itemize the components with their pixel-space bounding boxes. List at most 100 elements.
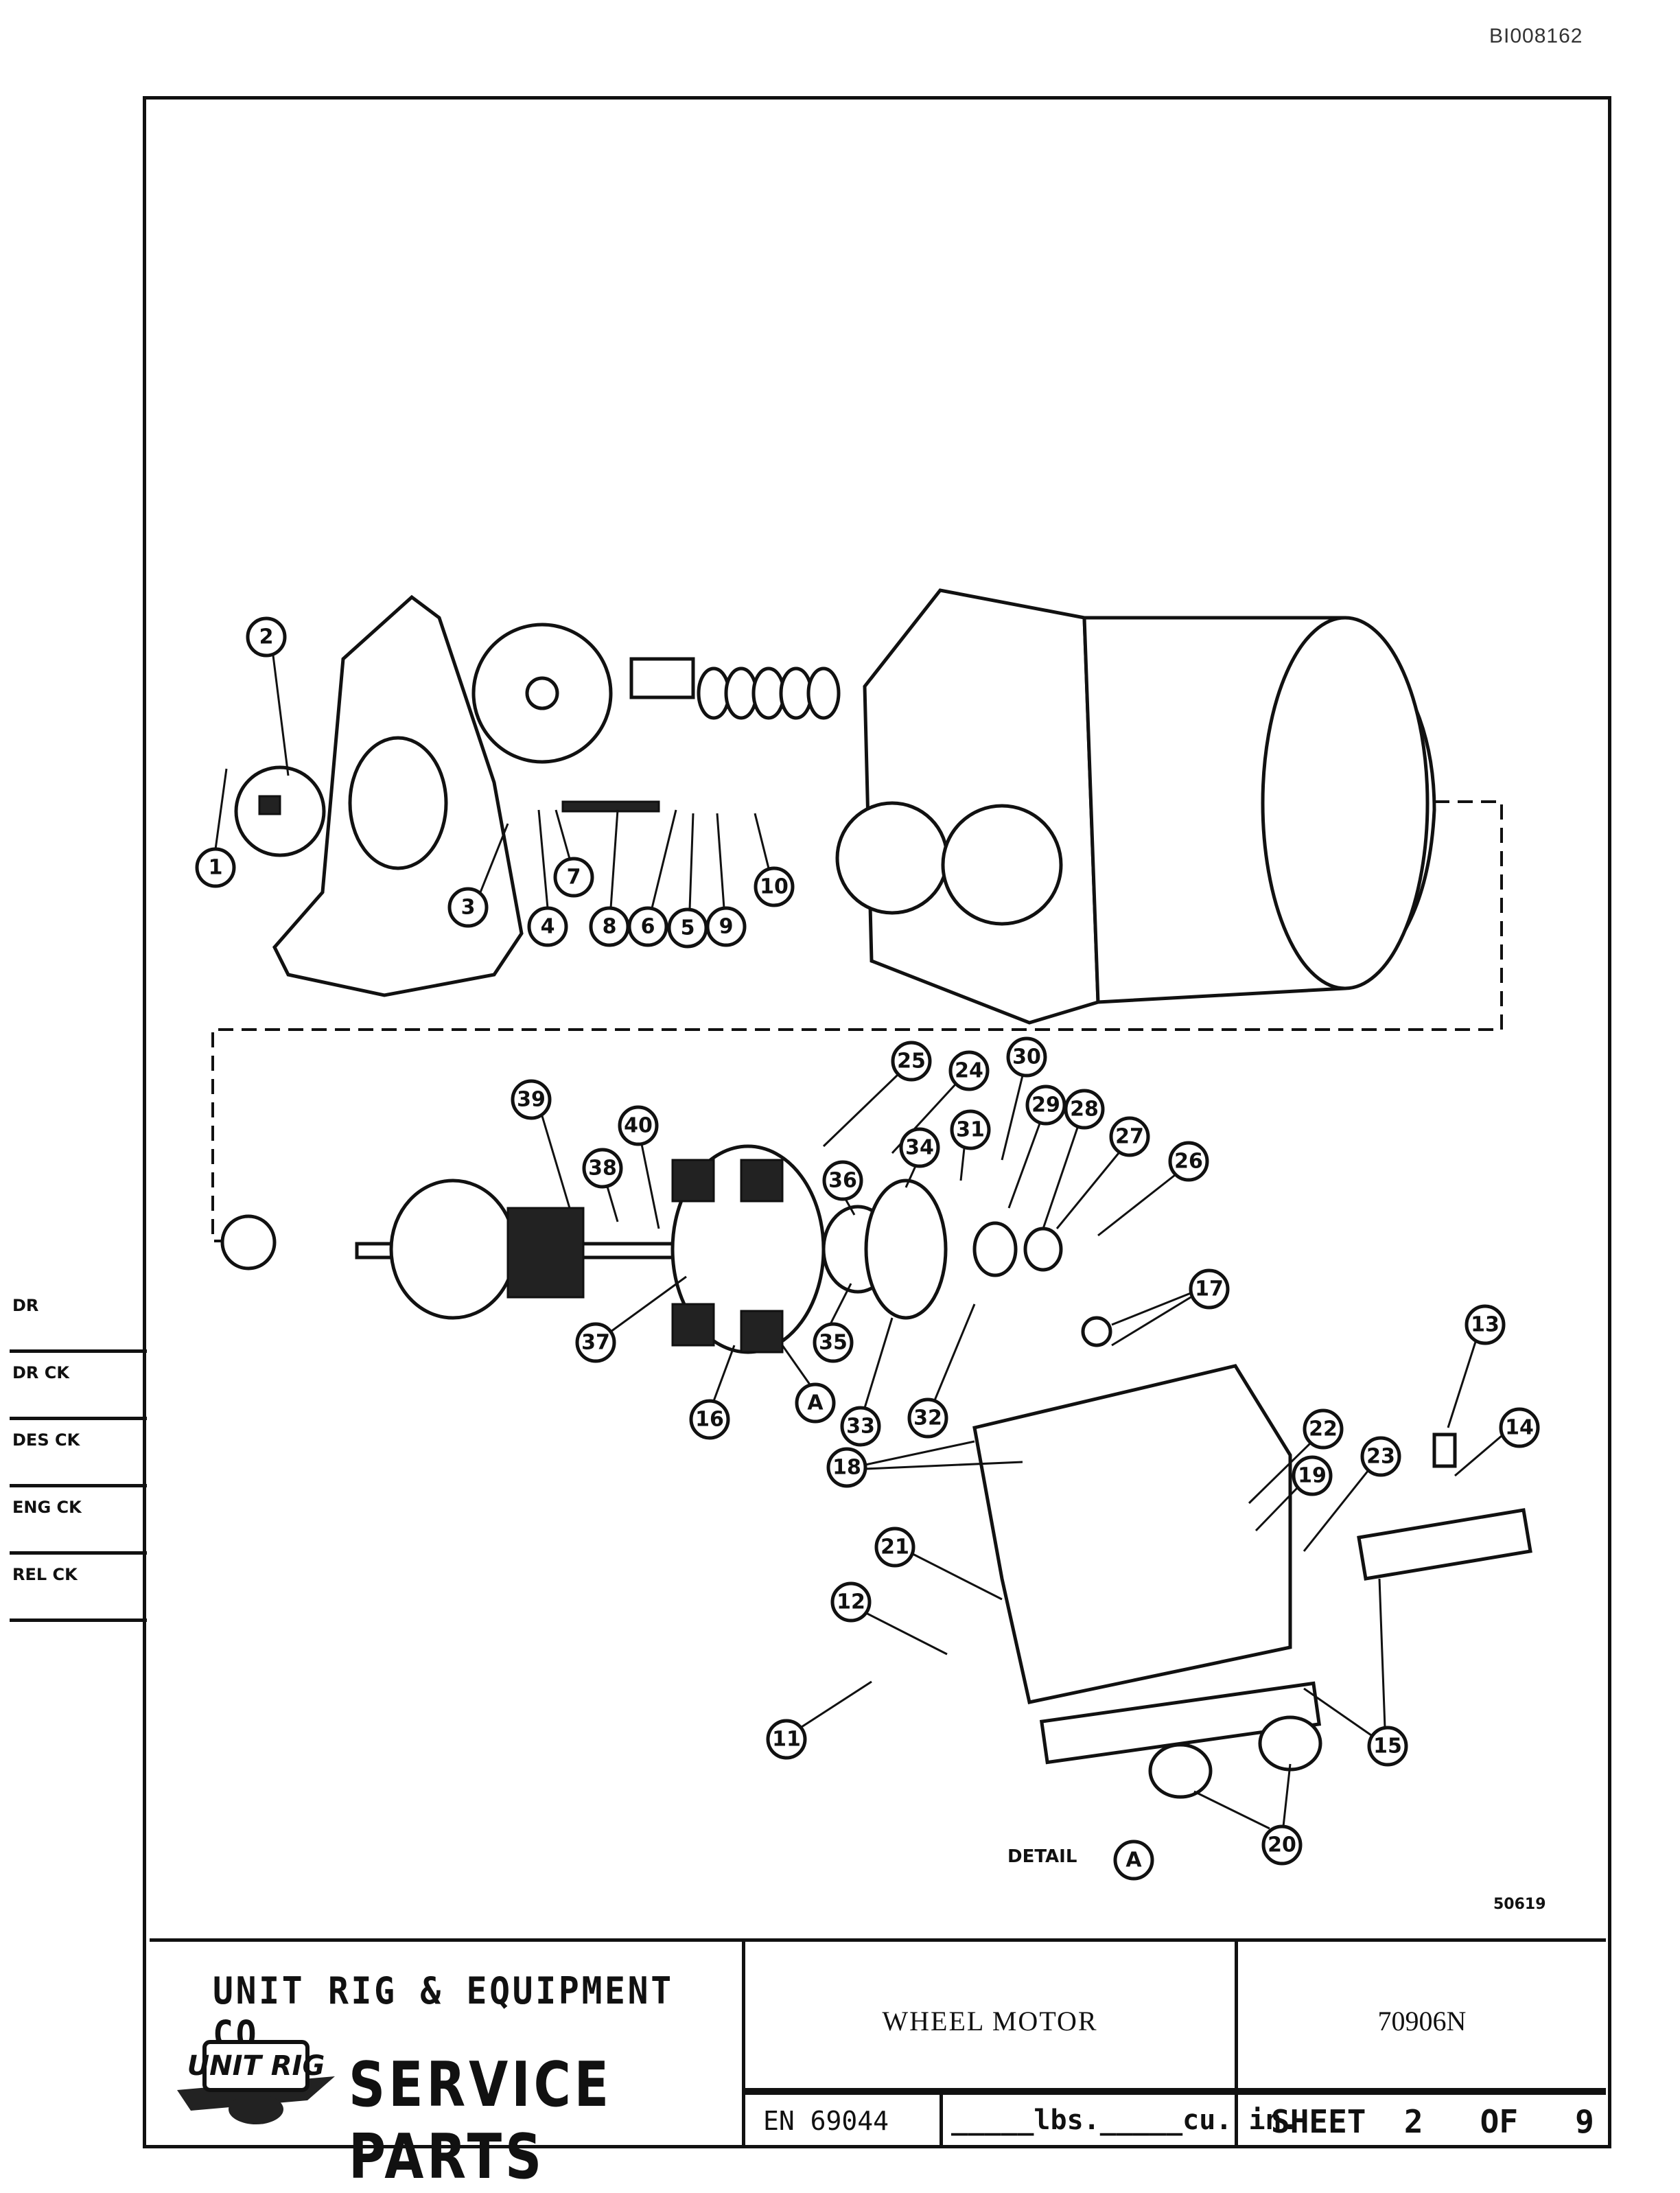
callout-label: 10 — [760, 875, 789, 899]
callout-label: 29 — [1031, 1093, 1060, 1117]
callout-label: 15 — [1373, 1734, 1402, 1759]
callout-label: 32 — [913, 1406, 942, 1430]
callout-18: 18 — [826, 1440, 1023, 1488]
callout-label: 1 — [209, 856, 223, 880]
callout-label: 35 — [819, 1331, 848, 1355]
description-cell: WHEEL MOTOR — [745, 1942, 1238, 2091]
callout-label: 26 — [1174, 1150, 1203, 1174]
callout-label: 2 — [259, 625, 274, 649]
callout-label: 19 — [1298, 1464, 1327, 1488]
callout-label: A — [807, 1391, 824, 1415]
callout-39: 39 — [511, 1079, 571, 1209]
callout-27: 27 — [1055, 1116, 1150, 1229]
check-label: DR CK — [12, 1363, 69, 1382]
callout-12: 12 — [830, 1581, 948, 1656]
callout-label: 34 — [905, 1136, 934, 1160]
callout-26: 26 — [1097, 1141, 1209, 1237]
callout-11: 11 — [766, 1680, 872, 1760]
callout-label: 36 — [828, 1169, 857, 1193]
callout-29: 29 — [1007, 1084, 1066, 1209]
company-cell: UNIT RIG & EQUIPMENT CO. UNIT RIG SERVIC… — [150, 1942, 745, 2193]
callout-label: 23 — [1366, 1445, 1395, 1469]
callout-20: 20 — [1193, 1763, 1303, 1866]
check-row-des-ck: DES CK — [10, 1421, 147, 1487]
callout-label: 38 — [588, 1157, 617, 1181]
service-parts-heading: SERVICE PARTS — [349, 2049, 612, 2193]
callout-label: 12 — [837, 1590, 865, 1614]
callout-19: 19 — [1255, 1455, 1333, 1532]
en-cell: EN 69044 — [745, 2091, 943, 2145]
callout-36: 36 — [822, 1160, 863, 1216]
callout-4: 4 — [527, 809, 568, 947]
callout-22: 22 — [1248, 1408, 1344, 1505]
callout-label: 25 — [897, 1049, 926, 1074]
callout-label: 31 — [956, 1118, 985, 1142]
callout-21: 21 — [874, 1527, 1003, 1601]
callout-25: 25 — [822, 1041, 932, 1148]
callout-label: 40 — [624, 1114, 653, 1138]
detail-ref-label: A — [1125, 1848, 1142, 1872]
callout-6: 6 — [627, 809, 677, 947]
title-block: UNIT RIG & EQUIPMENT CO. UNIT RIG SERVIC… — [150, 1938, 1606, 2193]
callout-label: 16 — [695, 1408, 724, 1432]
callout-40: 40 — [618, 1105, 660, 1229]
part-number: 70906N — [1377, 2006, 1467, 2037]
drawing-number: 50619 — [1493, 1896, 1546, 1913]
callout-label: 37 — [581, 1331, 610, 1355]
callout-label: 7 — [567, 866, 581, 890]
callout-32: 32 — [907, 1303, 976, 1439]
callout-label: 30 — [1012, 1045, 1041, 1069]
callout-label: 20 — [1268, 1833, 1296, 1857]
callout-label: 24 — [955, 1059, 983, 1083]
callout-label: 13 — [1471, 1313, 1500, 1337]
callout-label: 27 — [1115, 1125, 1144, 1149]
logo-text: UNIT RIG — [187, 2050, 325, 2082]
callout-label: 6 — [641, 915, 655, 939]
drawing-frame — [143, 96, 1611, 2148]
sheet-field: SHEET 2 OF 9 — [1271, 2103, 1594, 2140]
check-label: DR — [12, 1296, 39, 1315]
callout-8: 8 — [589, 809, 630, 947]
check-label: ENG CK — [12, 1498, 82, 1517]
callout-label: 8 — [603, 915, 617, 939]
callout-5: 5 — [667, 813, 708, 949]
callout-label: 17 — [1195, 1277, 1224, 1301]
callout-33: 33 — [840, 1317, 894, 1447]
unit-rig-logo: UNIT RIG — [177, 2040, 335, 2124]
callout-label: 39 — [517, 1088, 546, 1112]
callout-detail-a: A — [781, 1345, 836, 1424]
callout-7: 7 — [553, 809, 594, 898]
exploded-view-drawing: 1 2 3 4 7 8 6 5 9 10 39 40 38 37 25 24 3… — [195, 588, 1540, 1881]
callout-23: 23 — [1303, 1436, 1401, 1552]
description: WHEEL MOTOR — [882, 2006, 1098, 2037]
callout-10: 10 — [754, 813, 795, 907]
sheet-cell: SHEET 2 OF 9 — [1238, 2091, 1606, 2145]
callout-1: 1 — [195, 768, 236, 888]
callout-30: 30 — [1001, 1036, 1047, 1161]
callout-13: 13 — [1447, 1304, 1506, 1428]
callout-label: 4 — [541, 915, 555, 939]
callout-37: 37 — [575, 1275, 687, 1363]
callout-label: 33 — [846, 1415, 875, 1439]
callout-35: 35 — [813, 1283, 854, 1363]
callout-9: 9 — [705, 813, 747, 947]
callout-3: 3 — [447, 823, 509, 928]
callout-34: 34 — [899, 1127, 940, 1188]
callout-label: 22 — [1309, 1417, 1338, 1441]
callout-label: 21 — [880, 1535, 909, 1559]
callout-label: 3 — [461, 896, 476, 920]
callout-label: 28 — [1070, 1098, 1099, 1122]
callout-14: 14 — [1454, 1407, 1540, 1477]
weight-field: _____lbs._____cu. in. — [951, 2104, 1298, 2136]
callout-24: 24 — [891, 1050, 990, 1154]
check-row-dr-ck: DR CK — [10, 1354, 147, 1420]
callout-17: 17 — [1111, 1268, 1230, 1347]
check-row-dr: DR — [10, 1286, 147, 1353]
callout-16: 16 — [689, 1345, 736, 1440]
callout-label: 18 — [832, 1456, 861, 1480]
check-label: DES CK — [12, 1430, 80, 1450]
part-number-cell: 70906N — [1238, 1942, 1606, 2091]
document-id: BI008162 — [1489, 25, 1583, 47]
check-label: REL CK — [12, 1565, 78, 1584]
weight-cell: _____lbs._____cu. in. — [943, 2091, 1298, 2145]
